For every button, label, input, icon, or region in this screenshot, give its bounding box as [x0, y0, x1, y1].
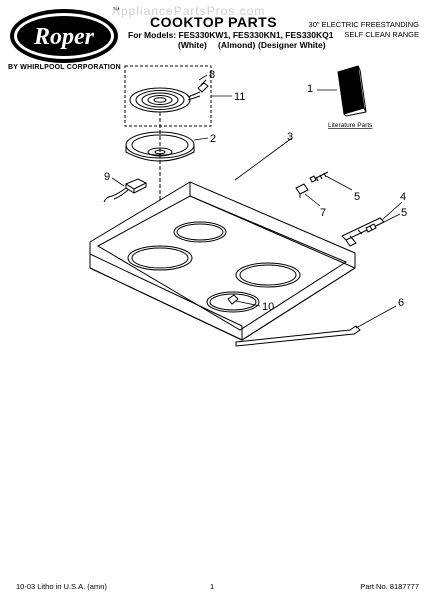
- callout-1: 1: [307, 83, 313, 95]
- model-list: For Models: FES330KW1, FES330KN1, FES330…: [128, 30, 334, 40]
- clip-10: [227, 294, 239, 305]
- callout-8: 8: [209, 69, 215, 81]
- callout-4: 4: [400, 191, 406, 203]
- leader-5-upper: [325, 175, 353, 191]
- leader-10: [235, 300, 261, 307]
- callout-5-lower: 5: [401, 207, 407, 219]
- callout-11: 11: [234, 91, 245, 103]
- color-almond: (Almond): [218, 40, 256, 50]
- cooktop-panel: [89, 181, 356, 341]
- litho-note: 10-03 Litho in U.S.A. (amn): [16, 582, 107, 591]
- roper-logo: Roper: [10, 9, 118, 63]
- watermark: AppliancePartsPros.com: [112, 4, 266, 18]
- surface-element-group: [124, 65, 212, 127]
- leader-8: [198, 74, 208, 81]
- literature-parts-label: Literature Parts: [328, 122, 373, 129]
- callout-5-upper: 5: [354, 191, 360, 203]
- callout-3: 3: [287, 131, 293, 143]
- color-white: (White): [178, 40, 207, 50]
- range-description: 30" ELECTRIC FREESTANDING SELF CLEAN RAN…: [309, 20, 419, 40]
- support-rod-7: [235, 325, 361, 347]
- surface-element-coil: [129, 87, 201, 113]
- range-line-1: 30" ELECTRIC FREESTANDING: [308, 20, 419, 29]
- page-title: COOKTOP PARTS: [150, 14, 278, 30]
- brand-text: Roper: [33, 24, 95, 50]
- hinge-bracket-4: [341, 217, 385, 247]
- part-number: Part No. 8187777: [360, 582, 419, 591]
- callout-7: 6: [398, 297, 404, 309]
- retainer-6: [295, 183, 309, 198]
- callout-6: 7: [320, 207, 326, 219]
- leader-7: [355, 305, 397, 329]
- leader-2: [193, 137, 209, 141]
- literature-booklet: [337, 65, 367, 117]
- callout-2: 2: [210, 133, 216, 145]
- leader-lines: [111, 74, 403, 329]
- element-terminal-8: [197, 79, 209, 93]
- leader-5-lower: [375, 213, 401, 227]
- trademark-mark: ™: [112, 6, 120, 15]
- color-designer-white: (Designer White): [258, 40, 326, 50]
- page-number: 1: [210, 582, 215, 591]
- leader-6: [304, 193, 321, 207]
- leader-4: [381, 201, 403, 221]
- screw-5-upper: [309, 171, 329, 183]
- callout-10: 10: [262, 301, 274, 313]
- leader-3: [234, 137, 293, 181]
- receptacle-9: [103, 178, 148, 203]
- callout-9: 9: [104, 171, 110, 183]
- corporation-label: BY WHIRLPOOL CORPORATION: [8, 64, 121, 71]
- screw-5-lower: [365, 223, 377, 233]
- leader-9: [111, 177, 125, 187]
- range-line-2: SELF CLEAN RANGE: [344, 30, 419, 39]
